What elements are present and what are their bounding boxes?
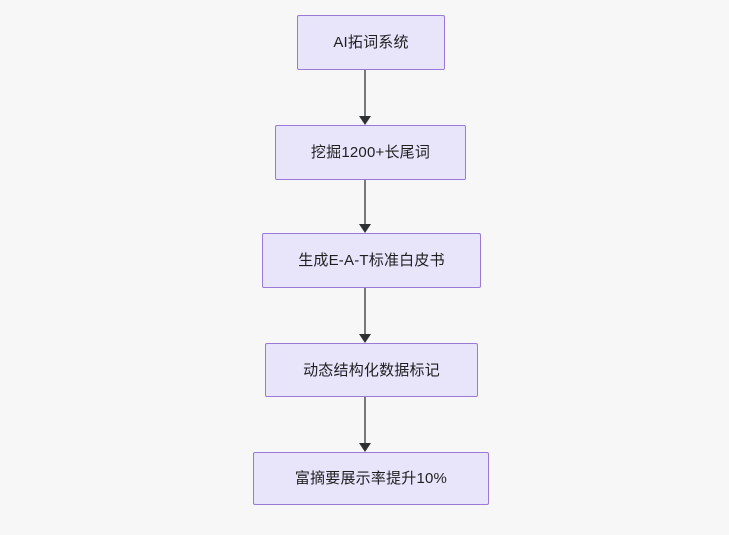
flowchart-edge-2 xyxy=(359,180,371,233)
arrow-down-icon xyxy=(359,224,371,233)
edge-line xyxy=(364,288,366,335)
flowchart-node-2[interactable]: 挖掘1200+长尾词 xyxy=(275,125,466,180)
arrow-down-icon xyxy=(359,116,371,125)
flowchart-edge-1 xyxy=(359,70,371,125)
flowchart-node-4-label: 动态结构化数据标记 xyxy=(303,361,440,379)
edge-line xyxy=(364,180,366,225)
flowchart-node-3-label: 生成E-A-T标准白皮书 xyxy=(298,252,445,269)
flowchart-node-5[interactable]: 富摘要展示率提升10% xyxy=(253,452,489,505)
flowchart-node-4[interactable]: 动态结构化数据标记 xyxy=(265,343,478,397)
flowchart-node-5-label: 富摘要展示率提升10% xyxy=(294,470,448,487)
arrow-down-icon xyxy=(359,334,371,343)
edge-line xyxy=(364,397,366,444)
flowchart-node-3[interactable]: 生成E-A-T标准白皮书 xyxy=(262,233,481,288)
edge-line xyxy=(364,70,366,117)
flowchart-node-1[interactable]: AI拓词系统 xyxy=(297,15,445,70)
flowchart-edge-4 xyxy=(359,397,371,452)
flowchart-node-2-label: 挖掘1200+长尾词 xyxy=(310,144,431,161)
flowchart-edge-3 xyxy=(359,288,371,343)
arrow-down-icon xyxy=(359,443,371,452)
flowchart-node-1-label: AI拓词系统 xyxy=(333,34,409,51)
